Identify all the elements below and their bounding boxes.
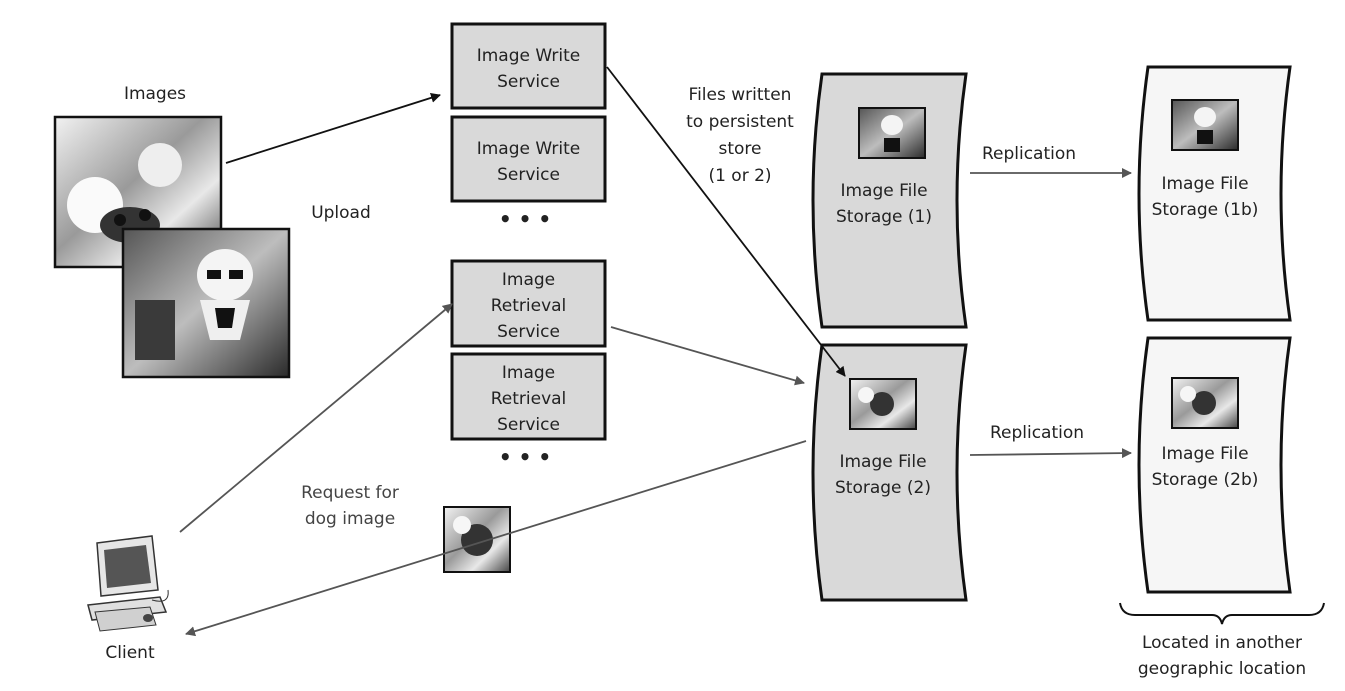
storage-2b-thumbnail (1171, 377, 1239, 429)
write-service-1-line-2: Service (497, 72, 560, 92)
arrow-replication-2 (969, 448, 1132, 459)
write-services-ellipsis: • • • (499, 207, 551, 231)
arrow-write-service-to-storage-2 (606, 66, 846, 377)
retrieval-service-1-line-3: Service (497, 322, 560, 342)
retrieval-service-2-line-3: Service (497, 415, 560, 435)
client-label: Client (105, 643, 155, 663)
files-written-line-3: store (719, 139, 762, 159)
request-line-1: Request for (301, 483, 399, 503)
write-service-2-line-2: Service (497, 165, 560, 185)
requested-dog-thumbnail (443, 506, 511, 573)
stormtrooper-photo (121, 227, 291, 379)
write-service-1-line-1: Image Write (477, 46, 581, 66)
files-written-label: Files written to persistent store (1 or 2) (686, 85, 794, 186)
write-service-2-line-1: Image Write (477, 139, 581, 159)
storage-2-line-2: Storage (2) (835, 478, 931, 498)
client-computer-icon (87, 535, 169, 632)
upload-label: Upload (311, 203, 371, 223)
storage-1b-line-1: Image File (1161, 174, 1248, 194)
located-line-2: geographic location (1138, 659, 1306, 679)
storage-2-line-1: Image File (839, 452, 926, 472)
retrieval-services-ellipsis: • • • (499, 445, 551, 469)
arrow-client-to-retrieval-service (179, 303, 453, 533)
arrow-storage-2-to-client (185, 440, 807, 637)
storage-2b-line-2: Storage (2b) (1152, 470, 1259, 490)
storage-1-line-1: Image File (840, 181, 927, 201)
arrow-upload-to-write-service (225, 92, 441, 164)
replication-label-1: Replication (982, 144, 1076, 164)
storage-2-thumbnail (849, 378, 917, 430)
storage-2b-line-1: Image File (1161, 444, 1248, 464)
request-line-2: dog image (305, 509, 395, 529)
storage-1-line-2: Storage (1) (836, 207, 932, 227)
storage-1b-thumbnail (1171, 99, 1239, 151)
retrieval-service-2-line-2: Retrieval (491, 389, 567, 409)
replication-label-2: Replication (990, 423, 1084, 443)
storage-1-thumbnail (858, 107, 926, 159)
files-written-line-1: Files written (689, 85, 792, 105)
located-bracket (1119, 602, 1325, 625)
located-line-1: Located in another (1142, 633, 1302, 653)
files-written-line-2: to persistent (686, 112, 794, 132)
files-written-line-4: (1 or 2) (708, 166, 771, 186)
arrow-retrieval-service-to-storage-2 (610, 326, 805, 386)
images-label: Images (124, 84, 186, 104)
retrieval-service-2-line-1: Image (502, 363, 555, 383)
located-label: Located in another geographic location (1138, 633, 1306, 679)
retrieval-service-1-line-1: Image (502, 270, 555, 290)
retrieval-service-1-line-2: Retrieval (491, 296, 567, 316)
storage-1b-line-2: Storage (1b) (1152, 200, 1259, 220)
